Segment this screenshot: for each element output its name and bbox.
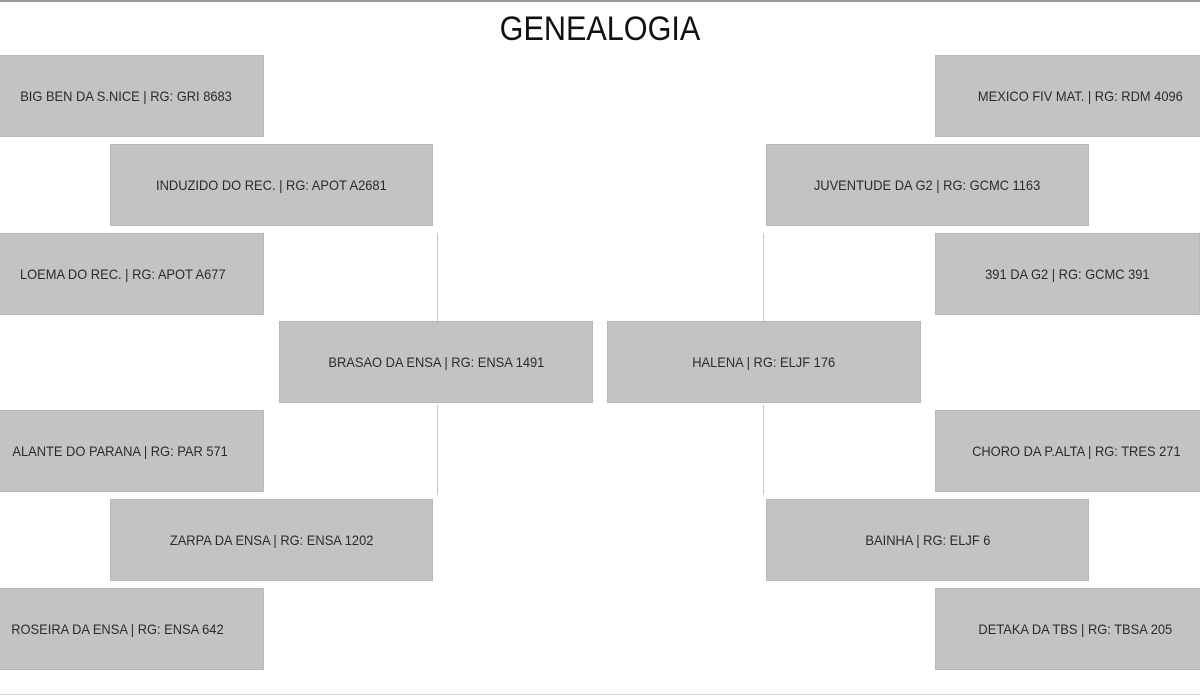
box-label: BAINHA | RG: ELJF 6	[864, 532, 991, 548]
paternal-grandsire-dam-box[interactable]: LOEMA DO REC. | RG: APOT A677	[0, 233, 264, 315]
box-label: DETAKA DA TBS | RG: TBSA 205	[978, 621, 1172, 637]
box-label: MEXICO FIV MAT. | RG: RDM 4096	[977, 88, 1183, 104]
box-label: ZARPA DA ENSA | RG: ENSA 1202	[169, 532, 374, 548]
connector-right-lower	[763, 405, 764, 495]
paternal-granddam-dam-box[interactable]: ROSEIRA DA ENSA | RG: ENSA 642	[0, 588, 264, 670]
maternal-grandsire-dam-box[interactable]: 391 DA G2 | RG: GCMC 391	[935, 233, 1200, 315]
paternal-granddam-sire-box[interactable]: ALANTE DO PARANA | RG: PAR 571	[0, 410, 264, 492]
page-title: GENEALOGIA	[499, 10, 701, 48]
paternal-grandsire-sire-box[interactable]: BIG BEN DA S.NICE | RG: GRI 8683	[0, 55, 264, 137]
bottom-rule	[0, 694, 1200, 695]
box-label: BIG BEN DA S.NICE | RG: GRI 8683	[20, 88, 232, 104]
box-label: ALANTE DO PARANA | RG: PAR 571	[12, 443, 228, 459]
connector-left-upper	[437, 233, 438, 321]
box-label: 391 DA G2 | RG: GCMC 391	[985, 266, 1150, 282]
box-label: ROSEIRA DA ENSA | RG: ENSA 642	[10, 621, 224, 637]
box-label: HALENA | RG: ELJF 176	[692, 354, 836, 370]
box-label: JUVENTUDE DA G2 | RG: GCMC 1163	[814, 177, 1041, 193]
box-label: BRASAO DA ENSA | RG: ENSA 1491	[328, 354, 544, 370]
dam-box[interactable]: HALENA | RG: ELJF 176	[607, 321, 921, 403]
maternal-granddam-sire-box[interactable]: CHORO DA P.ALTA | RG: TRES 271	[935, 410, 1200, 492]
maternal-granddam-dam-box[interactable]: DETAKA DA TBS | RG: TBSA 205	[935, 588, 1200, 670]
box-label: CHORO DA P.ALTA | RG: TRES 271	[971, 443, 1181, 459]
connector-right-upper	[763, 233, 764, 321]
top-rule	[0, 0, 1200, 2]
box-label: LOEMA DO REC. | RG: APOT A677	[20, 266, 226, 282]
maternal-grandsire-box[interactable]: JUVENTUDE DA G2 | RG: GCMC 1163	[766, 144, 1089, 226]
maternal-granddam-box[interactable]: BAINHA | RG: ELJF 6	[766, 499, 1089, 581]
paternal-grandsire-box[interactable]: INDUZIDO DO REC. | RG: APOT A2681	[110, 144, 433, 226]
sire-box[interactable]: BRASAO DA ENSA | RG: ENSA 1491	[279, 321, 593, 403]
box-label: INDUZIDO DO REC. | RG: APOT A2681	[156, 177, 387, 193]
connector-left-lower	[437, 405, 438, 495]
paternal-granddam-box[interactable]: ZARPA DA ENSA | RG: ENSA 1202	[110, 499, 433, 581]
maternal-grandsire-sire-box[interactable]: MEXICO FIV MAT. | RG: RDM 4096	[935, 55, 1200, 137]
